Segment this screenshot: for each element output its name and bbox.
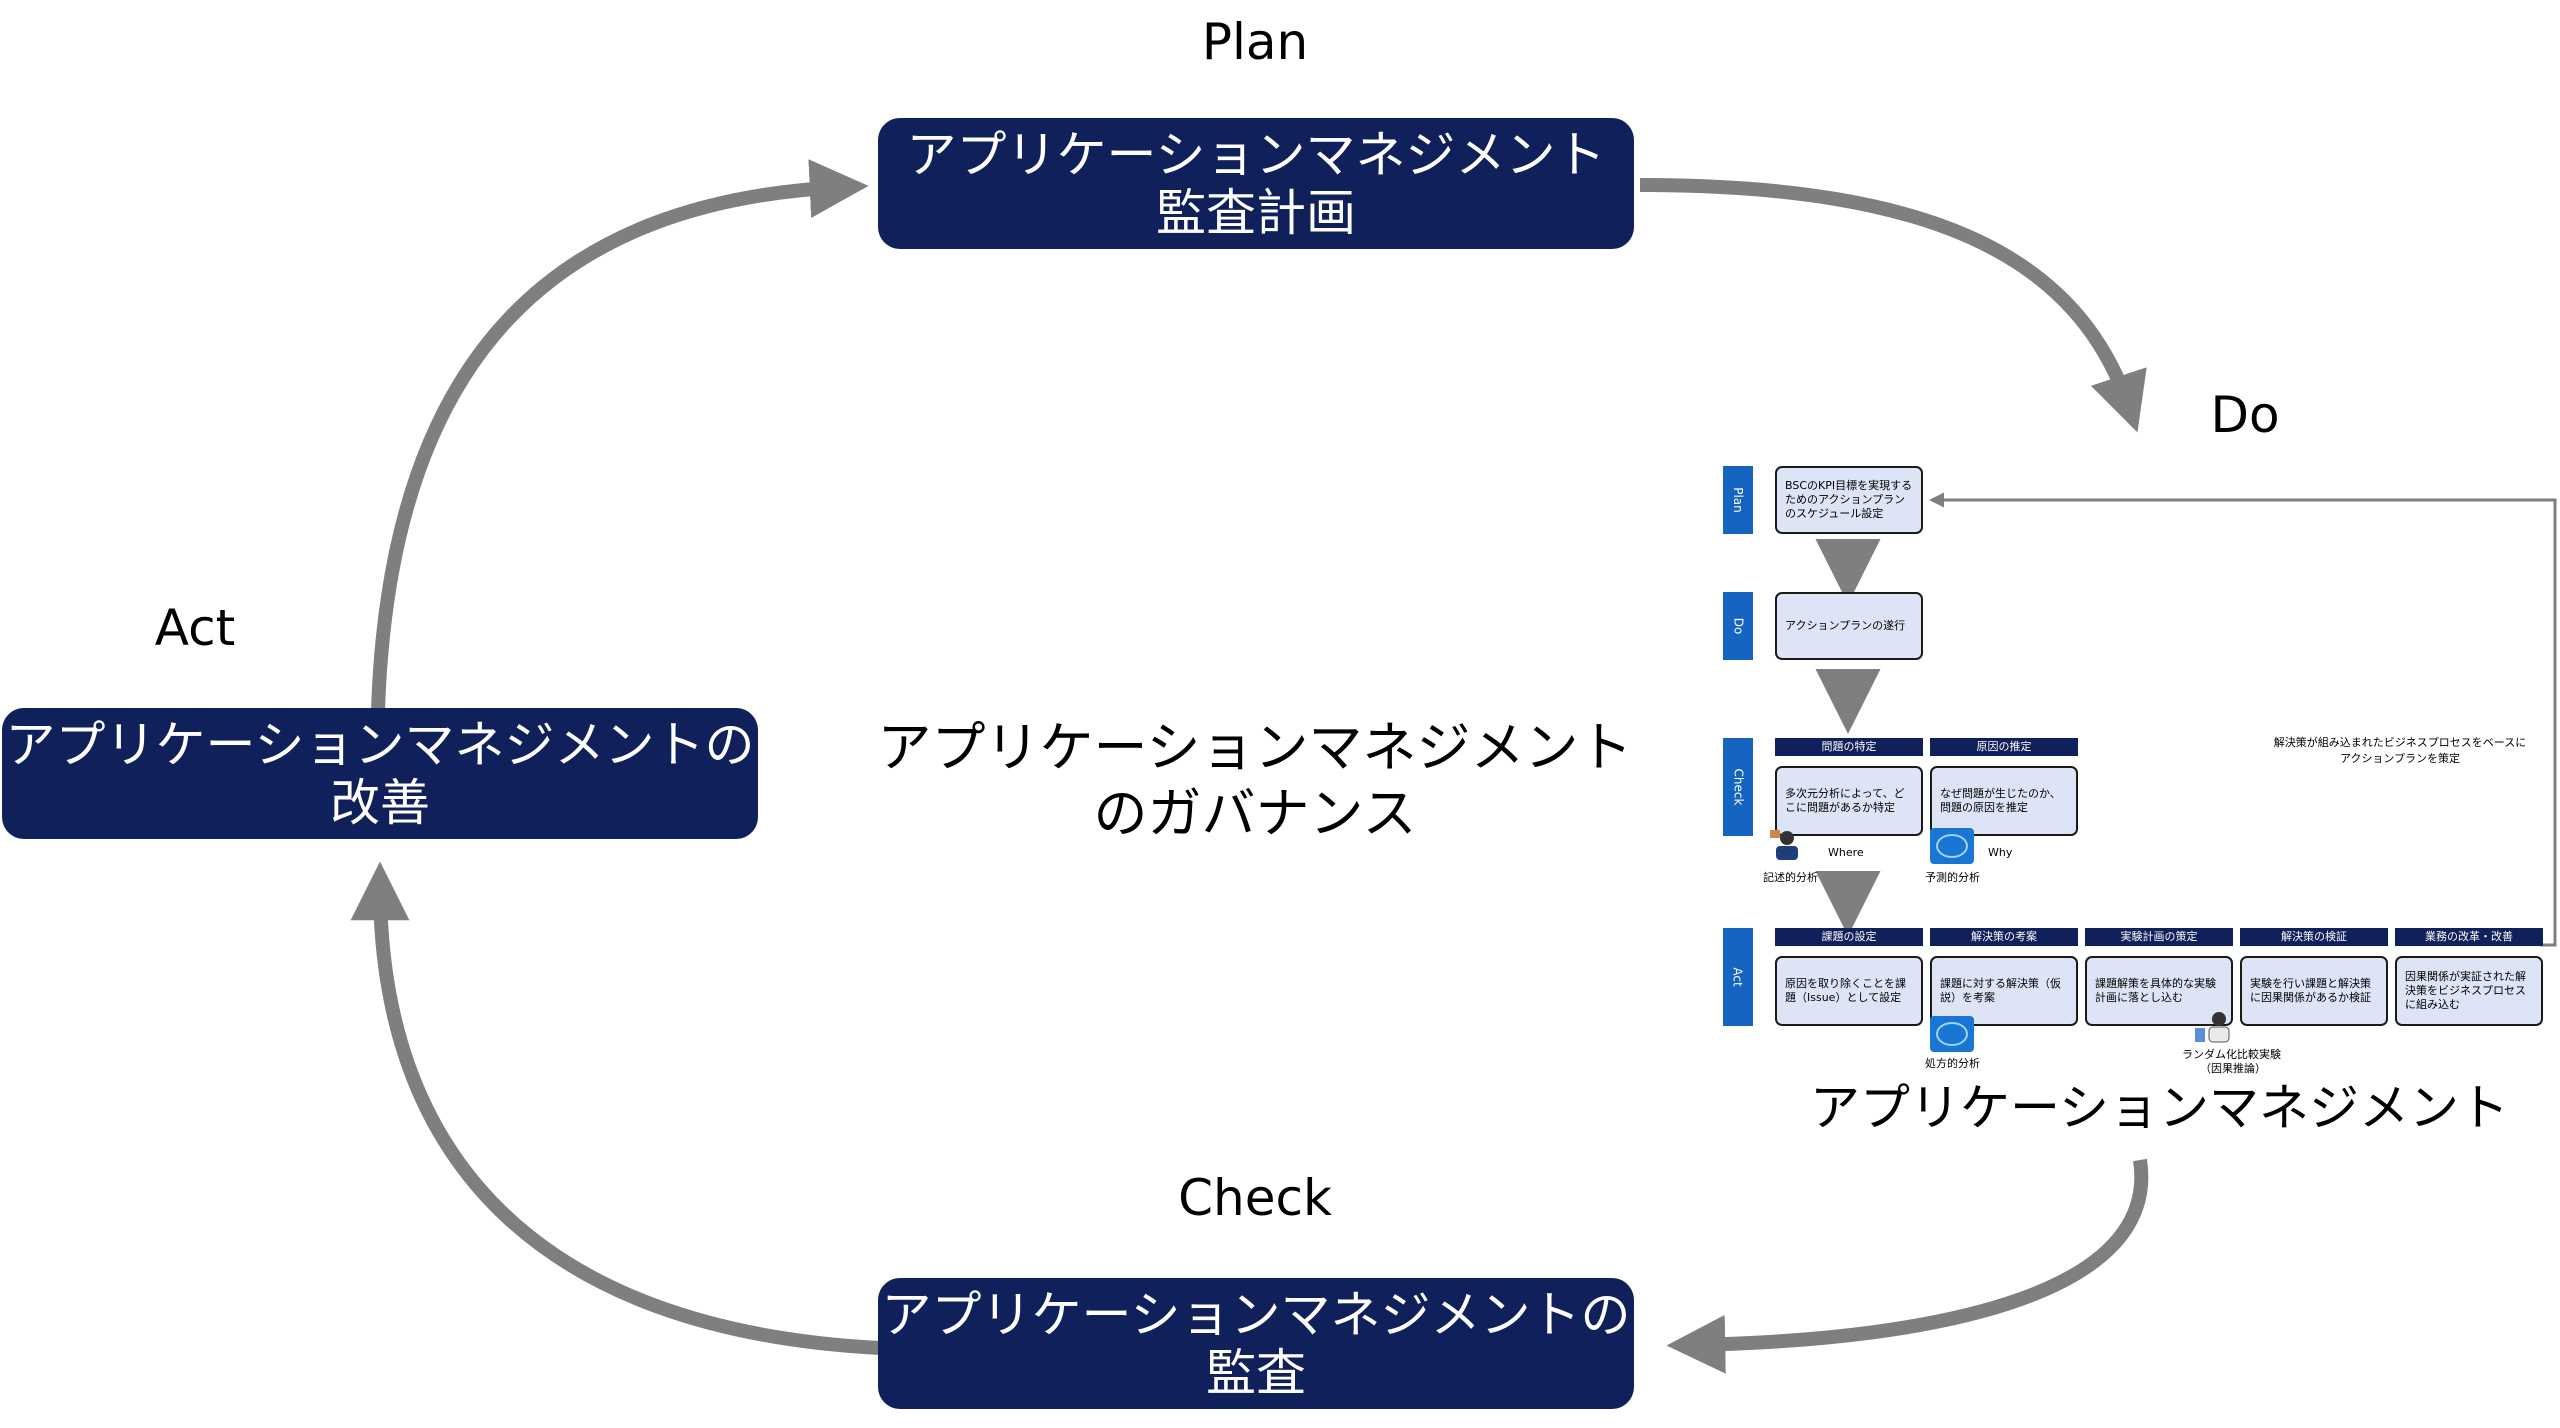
mini-act-box-2: 課題に対する解決策（仮説）を考案 [1930, 956, 2078, 1026]
check-box-line1: アプリケーションマネジメントの [881, 1285, 1631, 1344]
mini-prescriptive: 処方的分析 [1925, 1057, 1980, 1070]
mini-act-head-1: 課題の設定 [1775, 928, 1923, 946]
scientist-person-icon [2195, 1010, 2235, 1044]
mini-act-head-5: 業務の改革・改善 [2395, 928, 2543, 946]
mini-rct-line1: ランダム化比較実験 [2182, 1048, 2281, 1061]
governance-title: アプリケーションマネジメント のガバナンス [860, 715, 1650, 847]
mini-descriptive: 記述的分析 [1763, 871, 1818, 884]
mini-do-box: アクションプランの遂行 [1775, 592, 1923, 660]
act-box-line1: アプリケーションマネジメントの [5, 715, 755, 774]
mini-act-box-4: 実験を行い課題と解決策に因果関係があるか検証 [2240, 956, 2388, 1026]
check-label: Check [1178, 1169, 1332, 1227]
brain-icon-prescriptive [1930, 1016, 1974, 1052]
plan-label: Plan [1201, 13, 1309, 71]
analyst-person-icon [1770, 828, 1804, 862]
check-box: アプリケーションマネジメントの 監査 [878, 1278, 1634, 1409]
arrow-do-to-check [1666, 1158, 2149, 1374]
mini-act-head-4: 解決策の検証 [2240, 928, 2388, 946]
governance-title-line2: のガバナンス [1093, 782, 1417, 845]
brain-icon-predictive [1930, 828, 1974, 864]
mini-check-box-1: 多次元分析によって、どこに問題があるか特定 [1775, 766, 1923, 836]
arrow-check-to-act [350, 861, 881, 1355]
mini-title: アプリケーションマネジメント [1810, 1079, 2509, 1137]
do-label: Do [2210, 386, 2280, 444]
mini-act-box-3: 課題解策を具体的な実験計画に落とし込む [2085, 956, 2233, 1026]
mini-sidebar-plan: Plan [1723, 466, 1753, 534]
mini-act-head-2: 解決策の考案 [1930, 928, 2078, 946]
mini-check-box-2: なぜ問題が生じたのか、問題の原因を推定 [1930, 766, 2078, 836]
mini-check-head-2: 原因の推定 [1930, 738, 2078, 756]
mini-act-head-3: 実験計画の策定 [2085, 928, 2233, 946]
mini-check-head-1: 問題の特定 [1775, 738, 1923, 756]
mini-why: Why [1988, 846, 2013, 859]
mini-where: Where [1828, 846, 1864, 859]
arrow-plan-to-do [1639, 178, 2147, 433]
governance-title-line1: アプリケーションマネジメント [877, 716, 1633, 779]
mini-feedback-note: 解決策が組み込まれたビジネスプロセスをベースに アクションプランを策定 [2273, 736, 2527, 765]
plan-box-line2: 監査計画 [1156, 183, 1356, 242]
mini-sidebar-do: Do [1723, 592, 1753, 660]
act-box-line2: 改善 [330, 773, 430, 832]
act-box: アプリケーションマネジメントの 改善 [2, 708, 758, 839]
mini-sidebar-act: Act [1723, 928, 1753, 1026]
mini-act-box-5: 因果関係が実証された解決策をビジネスプロセスに組み込む [2395, 956, 2543, 1026]
plan-box-line1: アプリケーションマネジメント [906, 125, 1606, 184]
mini-sidebar-check: Check [1723, 738, 1753, 836]
plan-box: アプリケーションマネジメント 監査計画 [878, 118, 1634, 249]
mini-plan-box: BSCのKPI目標を実現するためのアクションプランのスケジュール設定 [1775, 466, 1923, 534]
mini-rct-line2: （因果推論） [2200, 1062, 2266, 1075]
mini-predictive: 予測的分析 [1925, 871, 1980, 884]
check-box-line2: 監査 [1206, 1343, 1306, 1402]
arrow-act-to-plan [371, 159, 869, 711]
act-label: Act [154, 599, 236, 657]
mini-feedback-line [1929, 492, 2557, 947]
mini-act-box-1: 原因を取り除くことを課題（Issue）として設定 [1775, 956, 1923, 1026]
